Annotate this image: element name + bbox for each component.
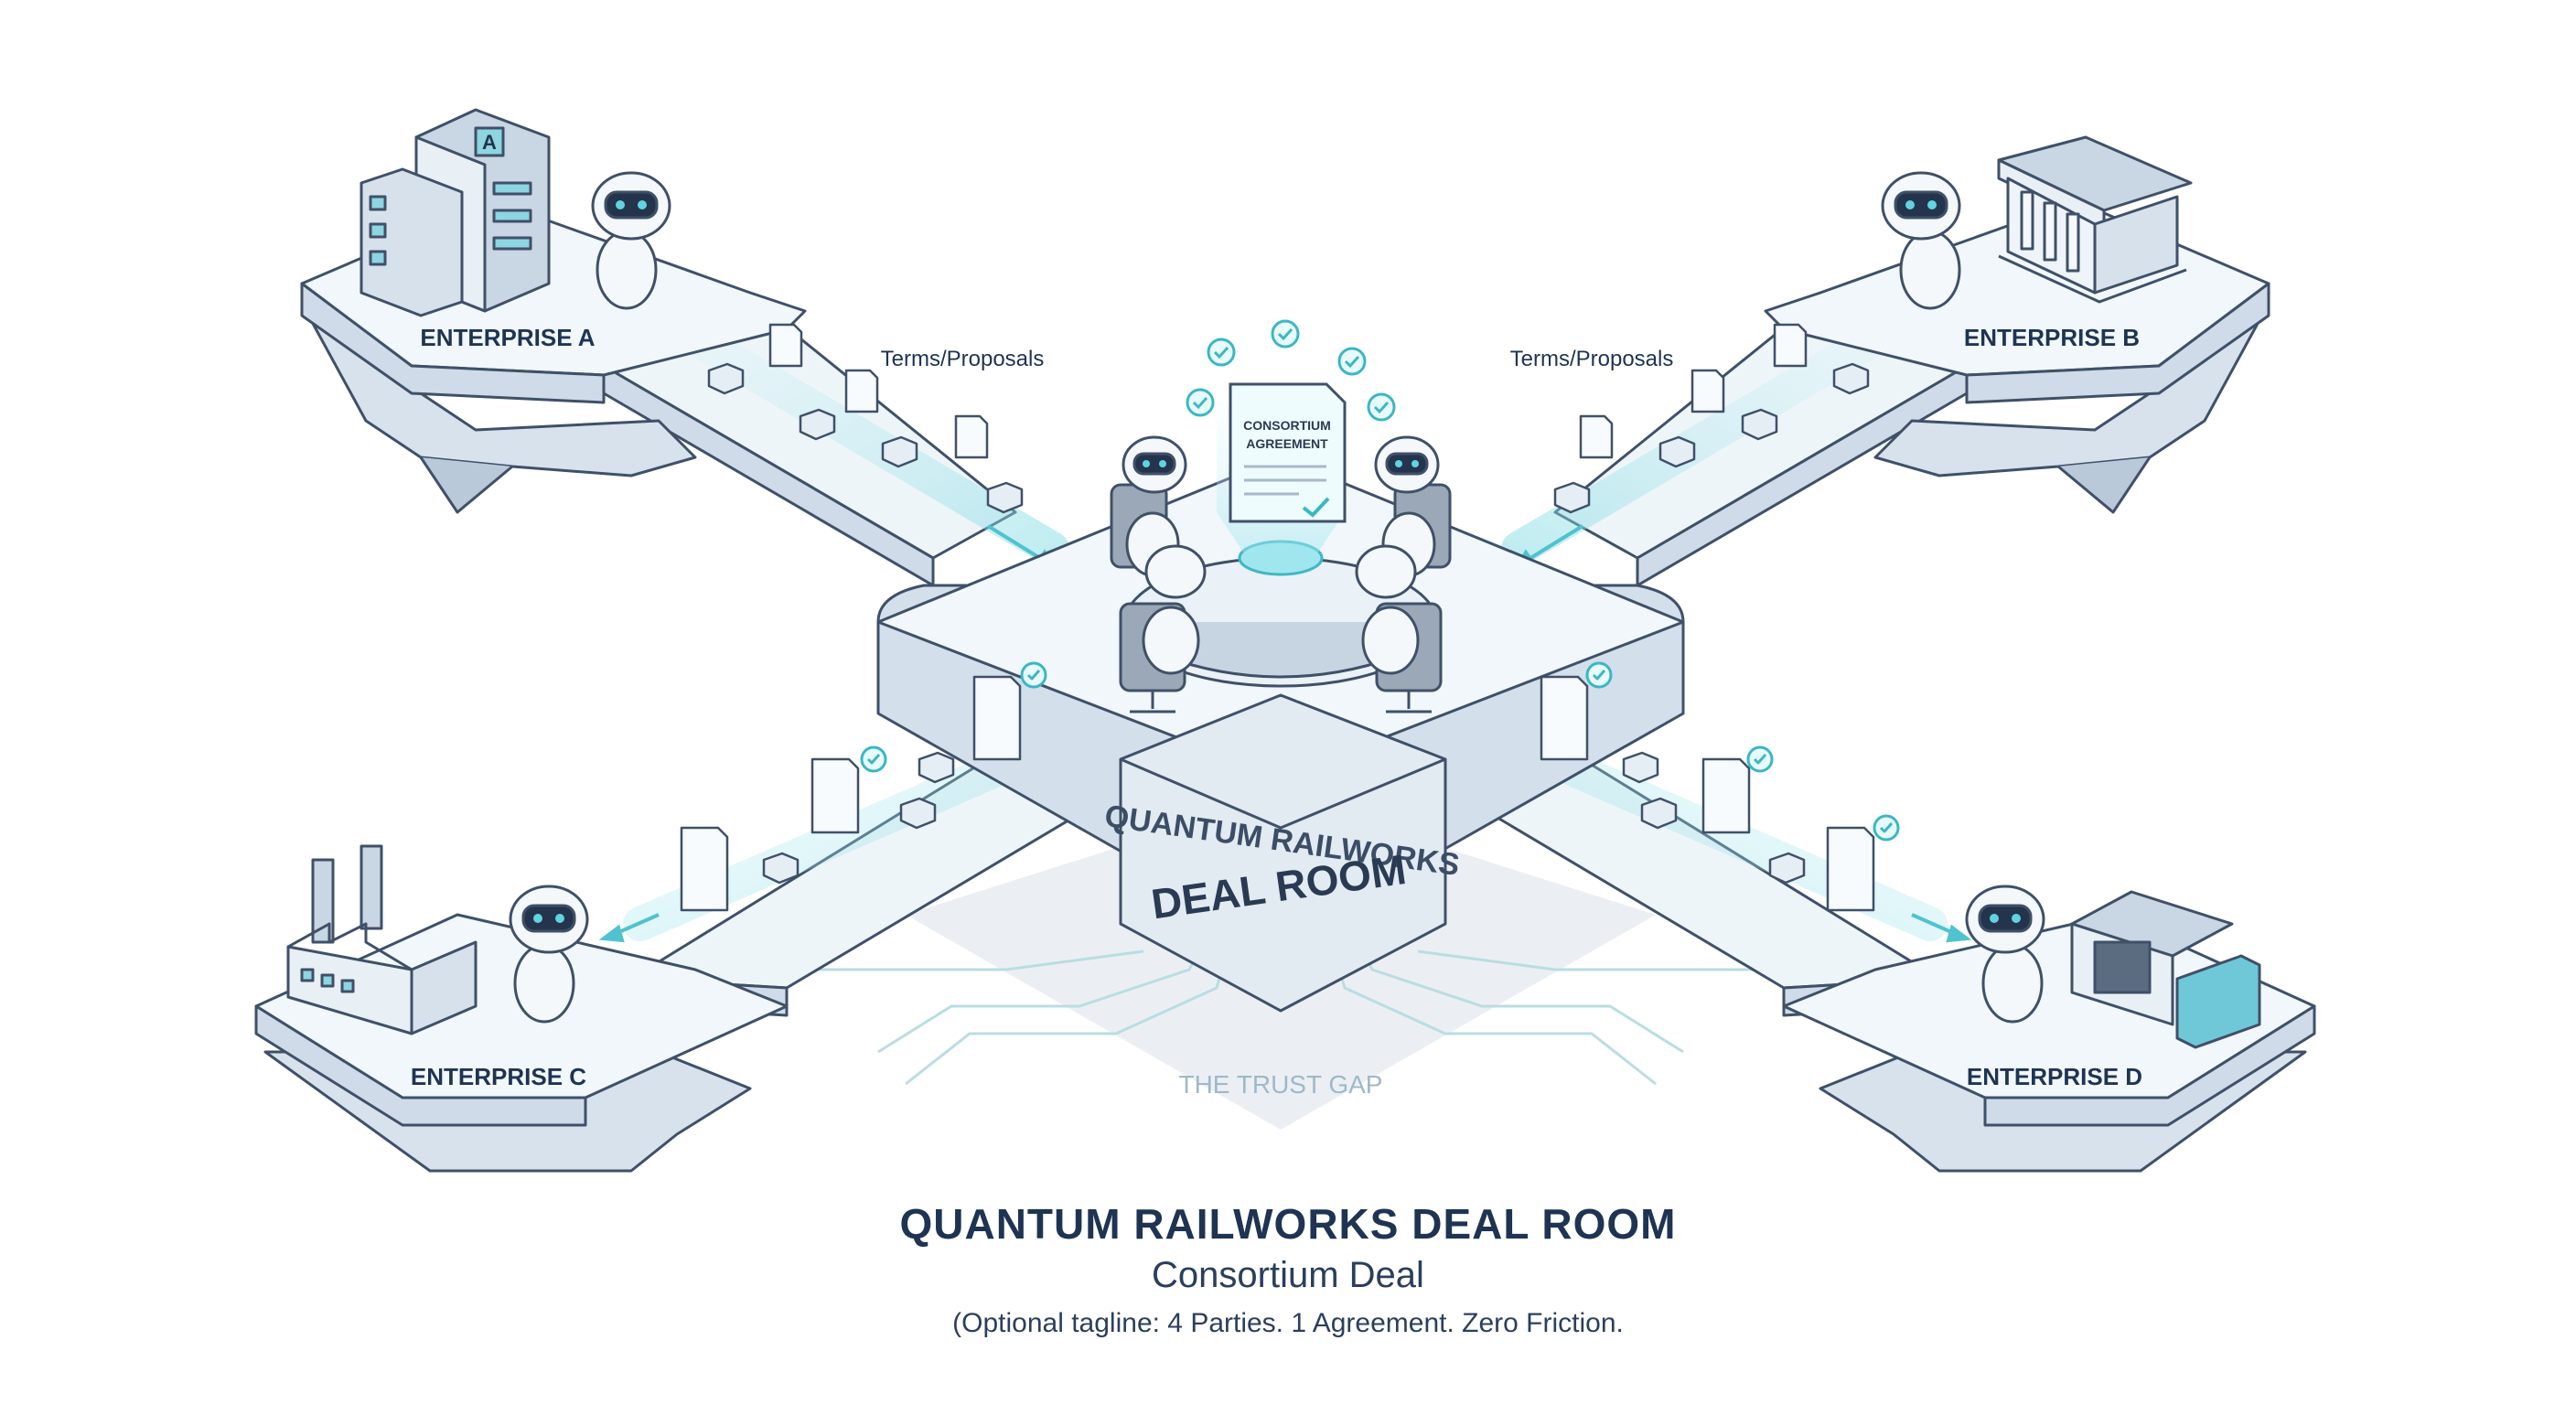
factory-icon: [286, 844, 478, 1035]
package-icon: [1832, 362, 1870, 395]
document-icon: [1826, 826, 1875, 912]
package-icon: [986, 481, 1024, 514]
check-icon: [1746, 745, 1774, 773]
platform-enterprise-b: ENTERPRISE B: [1764, 135, 2270, 514]
flow-label-left: Terms/Proposals: [881, 347, 1045, 371]
footer-tagline: (Optional tagline: 4 Parties. 1 Agreemen…: [952, 1308, 1624, 1338]
check-icon: [860, 745, 887, 773]
document-icon: [810, 757, 860, 834]
enterprise-a-label: ENTERPRISE A: [420, 324, 595, 351]
table-robots: [1110, 435, 1452, 713]
robot-icon: [1374, 435, 1452, 577]
flow-items: [680, 323, 1900, 912]
package-icon: [799, 408, 836, 441]
check-icon: [1207, 338, 1236, 367]
package-icon: [1741, 408, 1778, 441]
enterprise-d-label: ENTERPRISE D: [1967, 1063, 2142, 1090]
robot-icon: [1881, 171, 1961, 310]
package-icon: [762, 852, 800, 885]
package-icon: [1640, 797, 1678, 830]
check-icon: [1337, 347, 1367, 376]
package-icon: [1768, 852, 1806, 885]
check-icon: [1873, 814, 1900, 842]
document-icon: [844, 369, 879, 413]
check-icon: [1271, 319, 1300, 349]
document-icon: [1540, 675, 1589, 761]
robot-icon: [591, 171, 671, 310]
check-icon: [1020, 661, 1047, 689]
check-icon: [1367, 392, 1396, 422]
agreement-document: CONSORTIUM AGREEMENT: [1229, 382, 1347, 523]
footer-subtitle: Consortium Deal: [1152, 1255, 1424, 1295]
check-icon: [1186, 388, 1215, 417]
office-building-icon: A: [360, 108, 551, 317]
enterprise-b-label: ENTERPRISE B: [1964, 324, 2140, 351]
package-icon: [881, 435, 918, 468]
trust-gap-label: THE TRUST GAP: [1178, 1070, 1382, 1099]
document-icon: [1773, 323, 1808, 368]
document-icon: [1579, 414, 1614, 459]
check-icon: [1585, 661, 1613, 689]
building-letter: A: [482, 131, 497, 154]
robot-icon: [1355, 544, 1443, 713]
package-icon: [918, 751, 955, 784]
bank-building-icon: [1997, 135, 2193, 304]
package-icon: [1622, 751, 1659, 784]
document-icon: [768, 323, 803, 368]
document-icon: [1701, 757, 1751, 834]
document-icon: [680, 826, 729, 912]
agreement-line2: AGREEMENT: [1246, 436, 1328, 451]
package-icon: [899, 797, 937, 830]
footer-title-block: QUANTUM RAILWORKS DEAL ROOM Consortium D…: [0, 1198, 2576, 1346]
enterprise-c-label: ENTERPRISE C: [411, 1063, 586, 1090]
check-bubbles: [1186, 319, 1396, 422]
package-icon: [707, 362, 745, 395]
platform-enterprise-d: ENTERPRISE D: [1782, 885, 2316, 1173]
robot-icon: [1965, 885, 2045, 1024]
package-icon: [1658, 435, 1696, 468]
robot-icon: [1119, 544, 1207, 713]
document-icon: [1690, 369, 1725, 413]
flow-label-right: Terms/Proposals: [1510, 347, 1674, 371]
platform-enterprise-a: A ENTERPRISE A: [300, 108, 807, 514]
agreement-line1: CONSORTIUM: [1243, 418, 1331, 433]
platform-enterprise-c: ENTERPRISE C: [254, 844, 789, 1173]
document-icon: [954, 414, 989, 459]
warehouse-icon: [2070, 890, 2261, 1049]
robot-icon: [509, 885, 589, 1024]
package-icon: [1553, 481, 1591, 514]
document-icon: [972, 675, 1022, 761]
footer-title: QUANTUM RAILWORKS DEAL ROOM: [899, 1200, 1677, 1248]
